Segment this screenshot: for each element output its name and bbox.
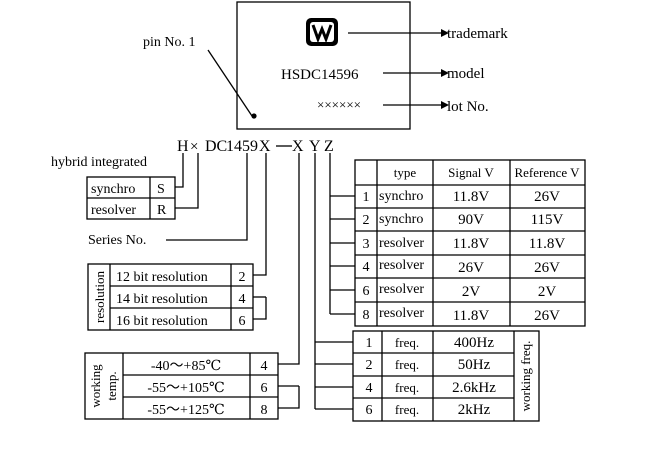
trademark-logo xyxy=(306,18,338,46)
model-label: model xyxy=(447,66,485,82)
signal-row-reference: 2V xyxy=(538,284,557,300)
temp-side-label-1: working xyxy=(88,364,103,408)
freq-row-value: 50Hz xyxy=(458,357,491,373)
signal-header-type: type xyxy=(394,165,417,180)
type-code-s: S xyxy=(157,182,165,197)
freq-row-label: freq. xyxy=(395,402,419,417)
signal-row-code: 1 xyxy=(363,190,370,205)
signal-row-signal: 26V xyxy=(458,260,484,276)
pin1-dot xyxy=(251,113,257,119)
model-number: HSDC14596 xyxy=(281,67,359,83)
freq-row-code: 4 xyxy=(366,381,373,396)
signal-row-reference: 26V xyxy=(534,189,560,205)
code-h: H xyxy=(177,138,189,155)
signal-header-reference: Reference V xyxy=(514,165,580,180)
signal-row-type: resolver xyxy=(379,306,424,321)
freq-row-code: 2 xyxy=(366,358,373,373)
freq-row-code: 1 xyxy=(366,336,373,351)
freq-row-code: 6 xyxy=(366,403,373,418)
ordering-code: H × DC 1459 X X Y Z xyxy=(177,138,334,155)
signal-row-signal: 11.8V xyxy=(453,308,490,324)
signal-row-type: resolver xyxy=(379,236,424,251)
signal-row-signal: 2V xyxy=(462,284,481,300)
signal-row-signal: 11.8V xyxy=(453,236,490,252)
freq-row-value: 400Hz xyxy=(454,335,494,351)
code-x: × xyxy=(190,139,198,155)
hybrid-label: hybrid integrated xyxy=(51,155,147,170)
resolution-row-code: 4 xyxy=(239,292,246,307)
freq-row-label: freq. xyxy=(395,380,419,395)
temp-row-code: 8 xyxy=(261,403,268,418)
temp-row-code: 4 xyxy=(261,359,268,374)
signal-row-reference: 26V xyxy=(534,260,560,276)
type-code-r: R xyxy=(157,203,167,218)
signal-row-reference: 11.8V xyxy=(529,236,566,252)
code-freq: Y xyxy=(309,138,321,155)
freq-side-label: working freq. xyxy=(518,341,533,412)
resolution-row-label: 12 bit resolution xyxy=(116,270,208,285)
signal-row-type: synchro xyxy=(379,189,423,204)
signal-row-code: 6 xyxy=(363,284,370,299)
code-series: 1459 xyxy=(226,138,258,155)
lot-number: ×××××× xyxy=(317,97,361,112)
signal-row-code: 2 xyxy=(363,213,370,228)
series-label: Series No. xyxy=(88,233,146,248)
code-dc: DC xyxy=(205,138,227,155)
signal-row-type: synchro xyxy=(379,212,423,227)
signal-row-type: resolver xyxy=(379,258,424,273)
resolution-row-label: 14 bit resolution xyxy=(116,292,208,307)
signal-row-code: 4 xyxy=(363,260,370,275)
pin1-leader xyxy=(207,49,253,117)
temp-row-range: -55～+125℃ xyxy=(147,403,224,418)
freq-row-value: 2.6kHz xyxy=(452,380,496,396)
signal-row-signal: 90V xyxy=(458,212,484,228)
temp-row-code: 6 xyxy=(261,381,268,396)
code-resolution: X xyxy=(259,138,271,155)
type-synchro: synchro xyxy=(91,182,135,197)
pin1-label: pin No. 1 xyxy=(143,35,196,50)
lot-label: lot No. xyxy=(447,99,489,115)
type-resolver: resolver xyxy=(91,203,136,218)
code-signal: Z xyxy=(324,138,334,155)
signal-row-signal: 11.8V xyxy=(453,189,490,205)
resolution-row-code: 6 xyxy=(239,314,246,329)
freq-row-label: freq. xyxy=(395,335,419,350)
temp-row-range: -40～+85℃ xyxy=(151,359,221,374)
signal-header-signal: Signal V xyxy=(448,165,494,180)
signal-row-type: resolver xyxy=(379,282,424,297)
signal-row-code: 3 xyxy=(363,237,370,252)
chip-package xyxy=(236,1,411,130)
freq-row-value: 2kHz xyxy=(458,402,491,418)
temp-side-label-2: temp. xyxy=(104,371,119,400)
signal-row-reference: 26V xyxy=(534,308,560,324)
temp-row-range: -55～+105℃ xyxy=(147,381,224,396)
signal-row-reference: 115V xyxy=(531,212,564,228)
code-temp: X xyxy=(292,138,304,155)
freq-row-label: freq. xyxy=(395,357,419,372)
resolution-side-label: resolution xyxy=(92,271,107,323)
resolution-row-code: 2 xyxy=(239,270,246,285)
resolution-row-label: 16 bit resolution xyxy=(116,314,208,329)
trademark-label: trademark xyxy=(447,26,508,42)
signal-row-code: 8 xyxy=(363,308,370,323)
